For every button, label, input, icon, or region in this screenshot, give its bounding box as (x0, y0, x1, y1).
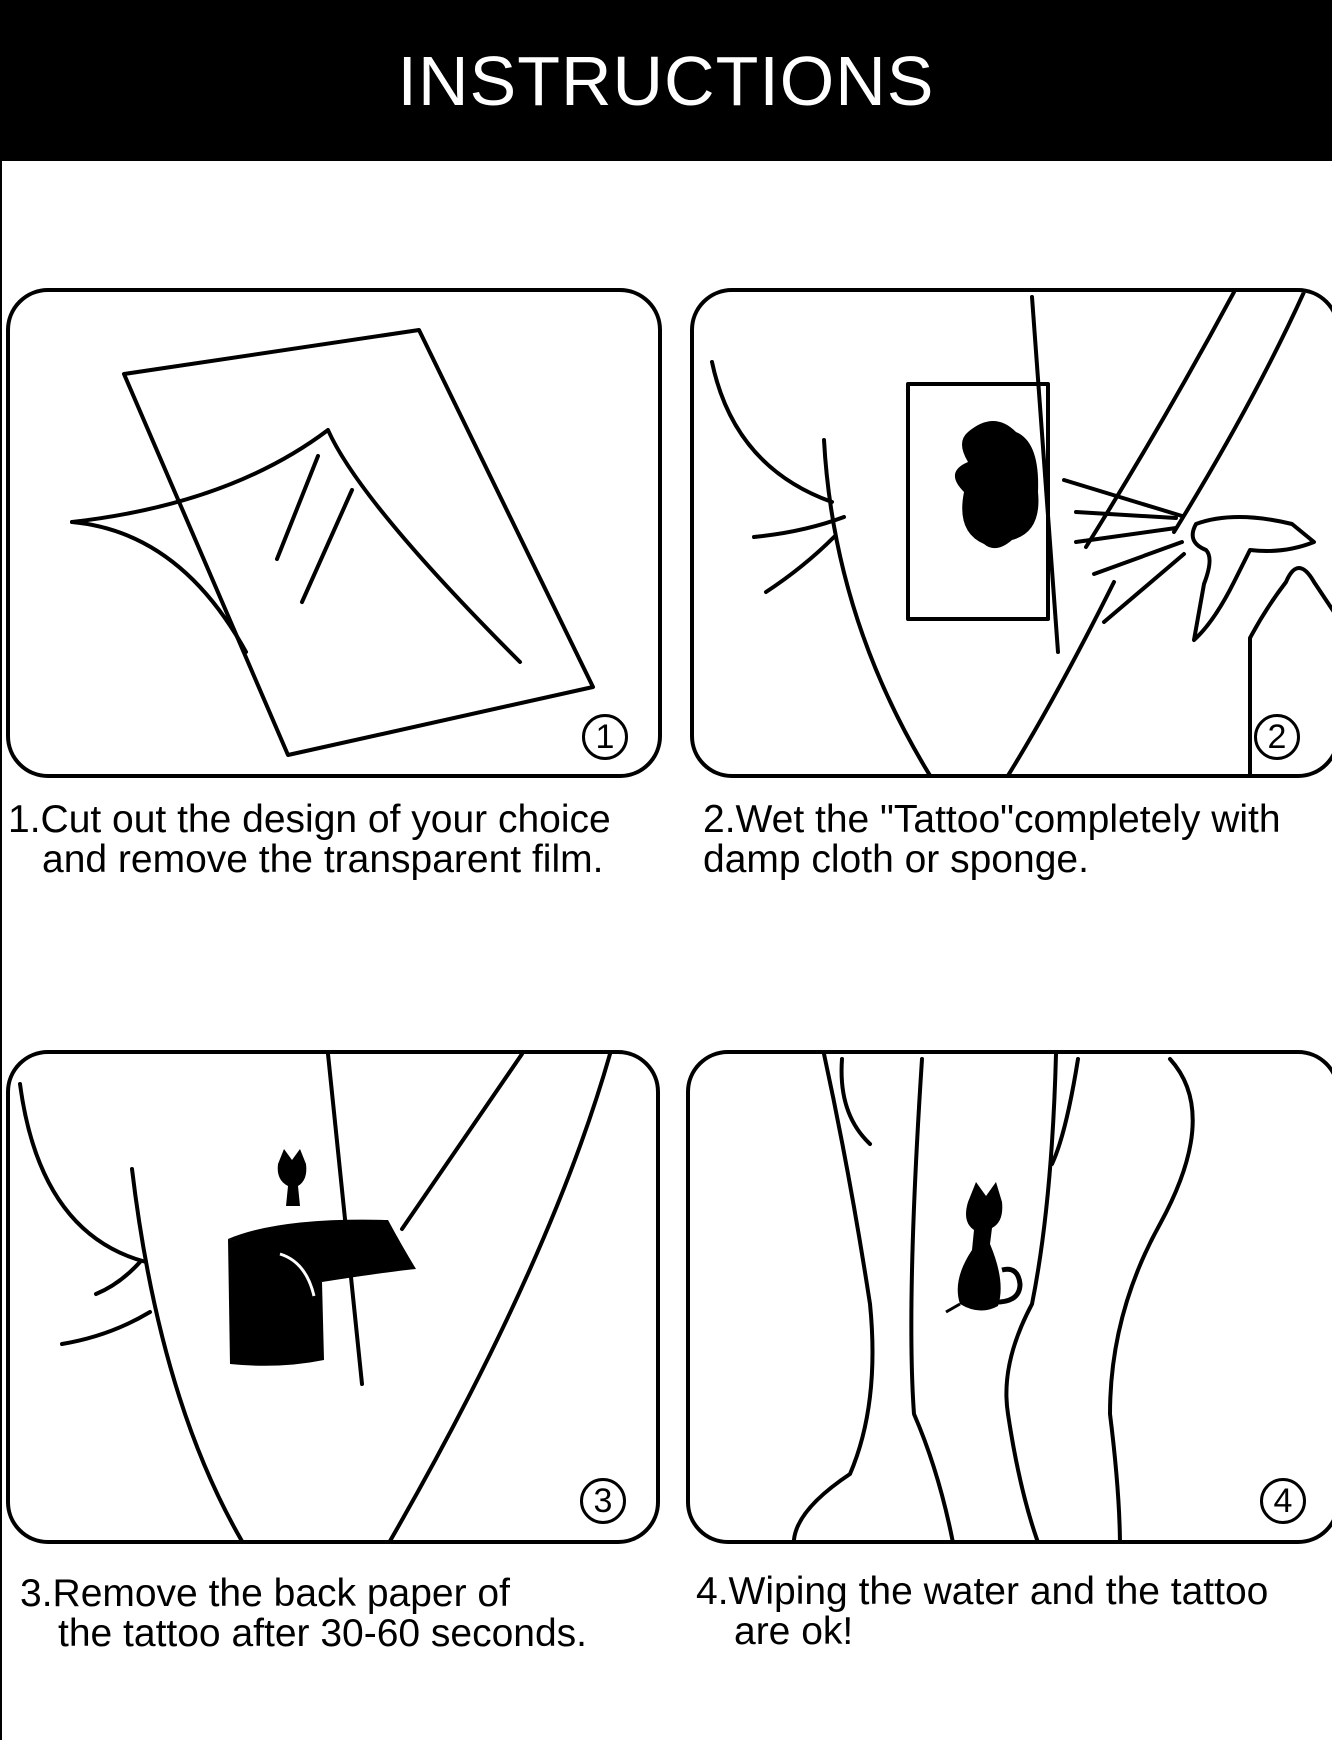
cat-tattoo-icon (945, 1182, 1023, 1314)
step-4-badge: 4 (1260, 1478, 1306, 1524)
step-4-caption: 4.Wiping the water and the tattoo are ok… (696, 1572, 1268, 1652)
step-2-caption-line-1: 2.Wet the "Tattoo"completely with (703, 798, 1281, 841)
step-3-caption: 3.Remove the back paper of the tattoo af… (20, 1574, 587, 1654)
step-3-panel: 3 (6, 1050, 660, 1544)
page-title: INSTRUCTIONS (397, 41, 935, 120)
cat-tattoo-icon (277, 1149, 307, 1206)
step-1-badge: 1 (582, 714, 628, 760)
step-1-caption-line-1: 1.Cut out the design of your choice (8, 798, 611, 841)
arm-icon (18, 1054, 612, 1540)
step-4-caption-line-1: 4.Wiping the water and the tattoo (696, 1570, 1269, 1613)
instructions-header: INSTRUCTIONS (0, 0, 1332, 161)
step-1-panel: 1 (6, 288, 662, 778)
step-2-panel: 2 (690, 288, 1332, 778)
step-2-badge: 2 (1254, 714, 1300, 760)
step-2-caption: 2.Wet the "Tattoo"completely with damp c… (703, 800, 1281, 880)
page-border (0, 161, 2, 1740)
step-4-panel: 4 (686, 1050, 1332, 1544)
step-3-caption-line-1: 3.Remove the back paper of (20, 1572, 510, 1615)
step-4-caption-line-2: are ok! (734, 1610, 854, 1653)
arm-icon (792, 1054, 1195, 1540)
step-3-badge: 3 (580, 1478, 626, 1524)
step-3-caption-line-2: the tattoo after 30-60 seconds. (58, 1612, 588, 1655)
step-1-caption-line-2: and remove the transparent film. (42, 838, 604, 881)
spray-bottle-icon (710, 292, 1332, 774)
transfer-sheet-icon (70, 328, 595, 757)
step-2-caption-line-2: damp cloth or sponge. (703, 838, 1089, 881)
step-1-caption: 1.Cut out the design of your choice and … (8, 800, 611, 880)
